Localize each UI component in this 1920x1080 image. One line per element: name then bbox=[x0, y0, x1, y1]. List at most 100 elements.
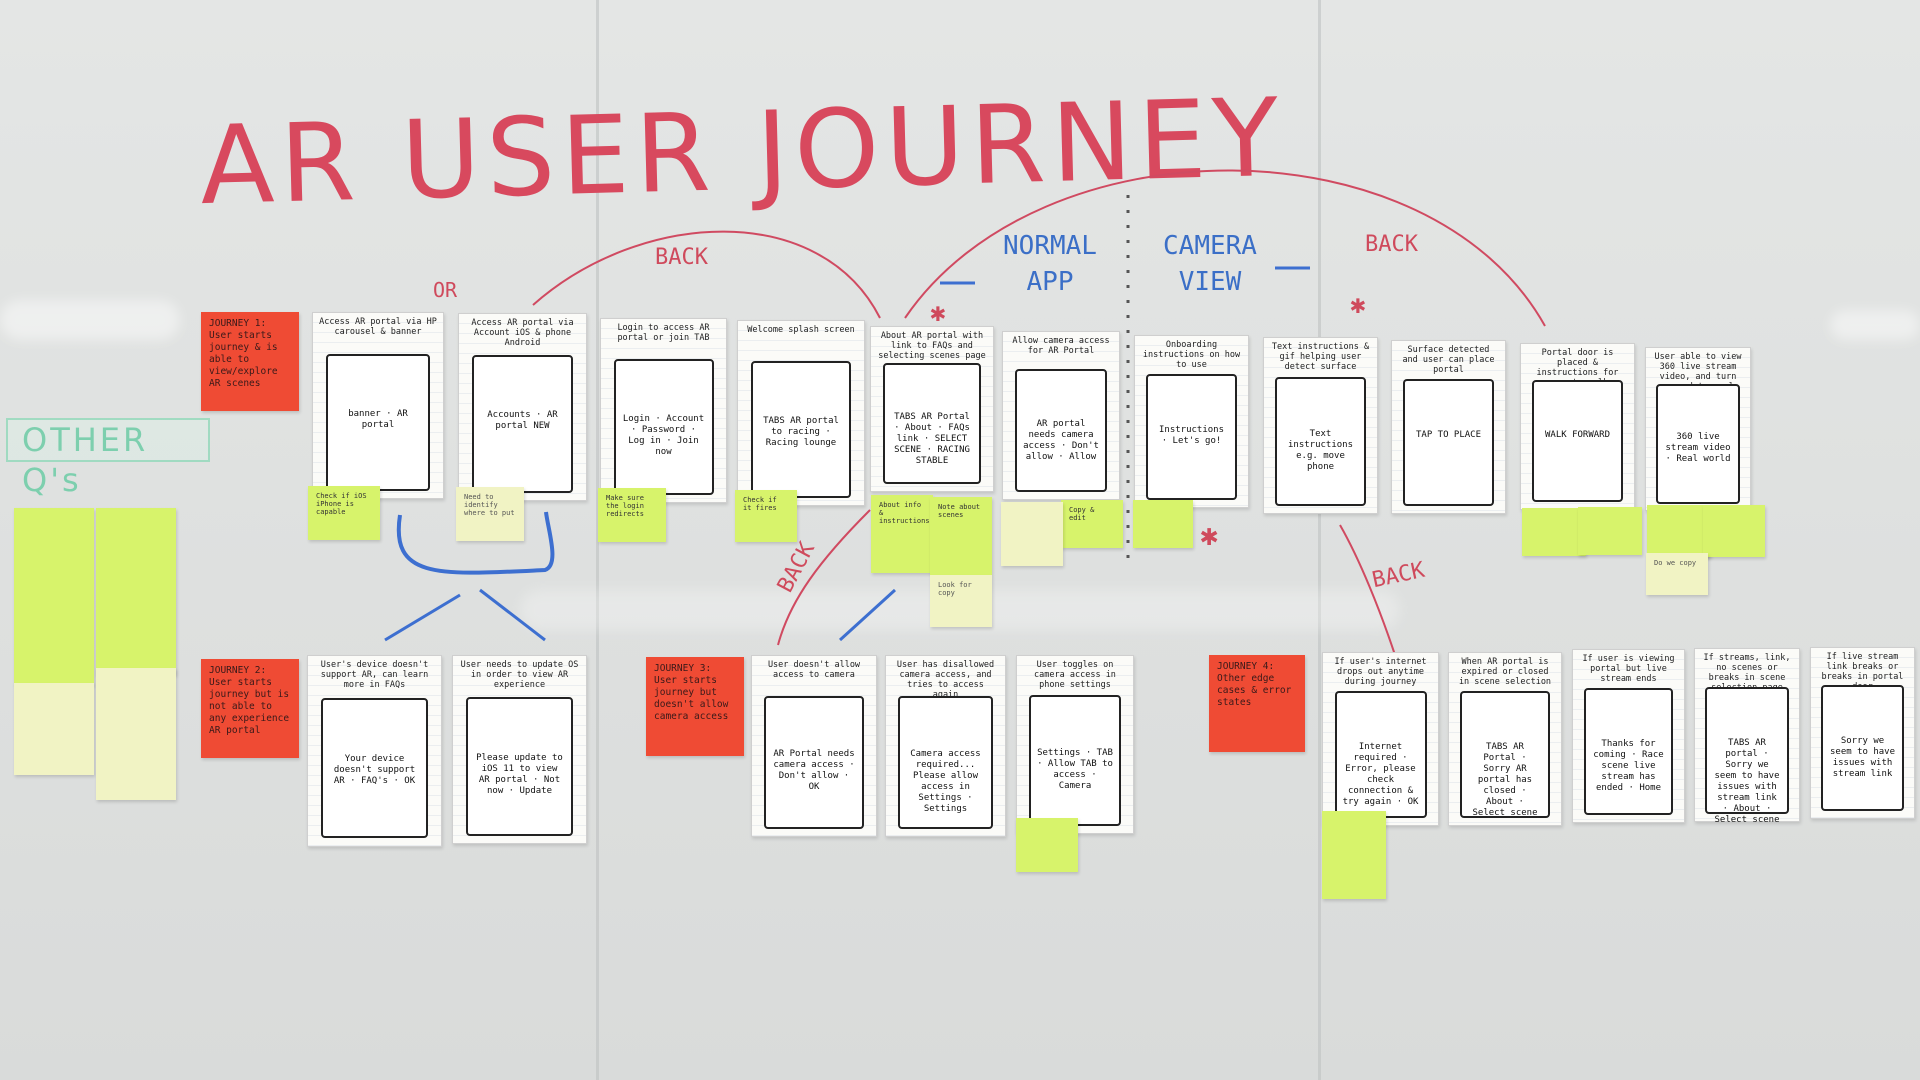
asterisk-mark: ✱ bbox=[1350, 290, 1366, 320]
sticky-note bbox=[1703, 505, 1765, 557]
wireframe-caption: Onboarding instructions on how to use bbox=[1142, 340, 1241, 370]
sticky-note: Check if it fires bbox=[735, 490, 797, 542]
phone-screen: AR portal needs camera access · Don't al… bbox=[1014, 368, 1108, 493]
screen-text: Accounts · AR portal NEW bbox=[487, 410, 558, 432]
sticky-note: Need to identify where to put bbox=[456, 487, 524, 541]
wireframe-sheet: If user's internet drops out anytime dur… bbox=[1322, 652, 1439, 826]
wireframe-caption: If user's internet drops out anytime dur… bbox=[1334, 657, 1427, 687]
back-arc-arrow bbox=[904, 169, 1546, 327]
screen-text: AR portal needs camera access · Don't al… bbox=[1023, 418, 1099, 462]
sticky-note bbox=[1322, 811, 1386, 899]
sticky-note: About info & instructions bbox=[871, 495, 933, 573]
sticky-note bbox=[14, 508, 94, 685]
phone-screen: Your device doesn't support AR · FAQ's ·… bbox=[321, 697, 428, 839]
screen-text: Login · Account · Password · Log in · Jo… bbox=[622, 413, 705, 457]
screen-text: TABS AR portal · Sorry we seem to have i… bbox=[1714, 738, 1780, 826]
wireframe-sheet: Access AR portal via HP carousel & banne… bbox=[312, 312, 444, 499]
phone-screen: WALK FORWARD bbox=[1532, 380, 1623, 503]
phone-screen: 360 live stream video · Real world bbox=[1656, 383, 1740, 504]
or-label: OR bbox=[433, 278, 458, 302]
wireframe-sheet: When AR portal is expired or closed in s… bbox=[1448, 652, 1562, 826]
phone-screen: Text instructions e.g. move phone bbox=[1275, 376, 1366, 506]
screen-text: AR Portal needs camera access · Don't al… bbox=[773, 749, 855, 793]
asterisk-mark: ✱ bbox=[1200, 518, 1219, 553]
sticky-note bbox=[1016, 818, 1078, 872]
screen-text: TABS AR Portal · Sorry AR portal has clo… bbox=[1472, 742, 1538, 819]
wireframe-caption: User doesn't allow access to camera bbox=[767, 660, 861, 680]
wireframe-sheet: User has disallowed camera access, and t… bbox=[885, 655, 1006, 837]
board-seam-left bbox=[596, 0, 599, 1080]
wireframe-caption: If user is viewing portal but live strea… bbox=[1582, 654, 1675, 684]
back-arc-arrow bbox=[532, 230, 881, 319]
screen-text: Please update to iOS 11 to view AR porta… bbox=[476, 752, 563, 796]
connector-arrow bbox=[479, 588, 546, 642]
journey-card: JOURNEY 3: User starts journey but doesn… bbox=[646, 657, 744, 756]
wireframe-caption: About AR portal with link to FAQs and se… bbox=[878, 331, 986, 361]
wireframe-caption: User toggles on camera access in phone s… bbox=[1034, 660, 1116, 690]
wireframe-caption: Allow camera access for AR Portal bbox=[1012, 336, 1110, 356]
screen-text: Camera access required... Please allow a… bbox=[910, 749, 981, 815]
back-label: BACK bbox=[1365, 232, 1418, 257]
screen-text: Instructions · Let's go! bbox=[1158, 424, 1225, 446]
wireframe-caption: Access AR portal via HP carousel & banne… bbox=[319, 317, 437, 337]
wireframe-caption: User has disallowed camera access, and t… bbox=[896, 660, 995, 700]
sticky-note: Make sure the login redirects bbox=[598, 488, 666, 542]
wireframe-caption: Access AR portal via Account iOS & phone… bbox=[471, 318, 574, 348]
back-label: BACK bbox=[655, 245, 708, 270]
sticky-note bbox=[1578, 507, 1642, 555]
wireframe-sheet: Login to access AR portal or join TAB Lo… bbox=[600, 318, 727, 503]
sticky-note: Check if iOS iPhone is capable bbox=[308, 486, 380, 540]
sticky-note: Look for copy bbox=[930, 575, 992, 627]
wireframe-caption: Surface detected and user can place port… bbox=[1402, 345, 1495, 375]
phone-screen: Settings · TAB · Allow TAB to access · C… bbox=[1028, 694, 1122, 826]
sticky-note bbox=[1133, 500, 1193, 548]
sticky-note bbox=[96, 508, 176, 675]
screen-text: TABS AR Portal · About · FAQs link · SEL… bbox=[894, 412, 970, 467]
light-reflection bbox=[0, 300, 180, 340]
wireframe-caption: Welcome splash screen bbox=[747, 325, 855, 335]
sticky-note bbox=[1647, 505, 1711, 557]
wireframe-sheet: User able to view 360 live stream video,… bbox=[1645, 347, 1751, 511]
sticky-note bbox=[1001, 502, 1063, 566]
wireframe-sheet: About AR portal with link to FAQs and se… bbox=[870, 326, 994, 492]
wireframe-caption: User needs to update OS in order to view… bbox=[460, 660, 579, 690]
phone-screen: Login · Account · Password · Log in · Jo… bbox=[613, 359, 714, 495]
wireframe-sheet: Onboarding instructions on how to use In… bbox=[1134, 335, 1249, 508]
wireframe-caption: Login to access AR portal or join TAB bbox=[617, 323, 710, 343]
sticky-note: Note about scenes bbox=[930, 497, 992, 575]
back-arrow bbox=[777, 509, 871, 646]
wireframe-sheet: Portal door is placed & instructions for… bbox=[1520, 343, 1635, 510]
phone-screen: Instructions · Let's go! bbox=[1146, 373, 1237, 501]
screen-text: WALK FORWARD bbox=[1544, 429, 1611, 440]
phone-screen: TABS AR Portal · Sorry AR portal has clo… bbox=[1460, 690, 1550, 819]
connector-arrow bbox=[396, 511, 555, 575]
sticky-note bbox=[1522, 508, 1586, 556]
screen-text: Internet required · Error, please check … bbox=[1342, 742, 1419, 808]
wireframe-caption: User's device doesn't support AR, can le… bbox=[320, 660, 429, 690]
phone-screen: banner · AR portal bbox=[326, 353, 430, 491]
wireframe-sheet: Welcome splash screen TABS AR portal to … bbox=[737, 320, 865, 506]
phone-screen: TAP TO PLACE bbox=[1403, 378, 1494, 507]
phone-screen: TABS AR portal · Sorry we seem to have i… bbox=[1705, 686, 1789, 825]
sticky-note: Copy & edit bbox=[1061, 500, 1123, 548]
screen-text: TAP TO PLACE bbox=[1415, 430, 1482, 441]
phone-screen: Thanks for coming · Race scene live stre… bbox=[1584, 687, 1673, 816]
other-questions-label: OTHER Q's bbox=[6, 418, 210, 499]
phone-screen: Camera access required... Please allow a… bbox=[897, 695, 994, 829]
normal-app-label: NORMAL APP bbox=[1003, 231, 1097, 297]
wireframe-sheet: User doesn't allow access to camera AR P… bbox=[751, 655, 877, 837]
screen-text: Your device doesn't support AR · FAQ's ·… bbox=[333, 754, 416, 787]
connector-arrow bbox=[838, 588, 897, 642]
wireframe-sheet: Surface detected and user can place port… bbox=[1391, 340, 1506, 514]
phone-screen: TABS AR Portal · About · FAQs link · SEL… bbox=[883, 363, 981, 485]
journey-card: JOURNEY 1: User starts journey & is able… bbox=[201, 312, 299, 411]
sticky-note: Do we copy bbox=[1646, 553, 1708, 595]
camera-view-label: CAMERA VIEW bbox=[1163, 231, 1257, 297]
wireframe-caption: Text instructions & gif helping user det… bbox=[1271, 342, 1370, 372]
wireframe-sheet: User's device doesn't support AR, can le… bbox=[307, 655, 442, 847]
phone-screen: Accounts · AR portal NEW bbox=[471, 354, 574, 493]
screen-text: TABS AR portal to racing · Racing lounge bbox=[763, 416, 839, 449]
wireframe-sheet: User needs to update OS in order to view… bbox=[452, 655, 587, 844]
wireframe-sheet: User toggles on camera access in phone s… bbox=[1016, 655, 1134, 834]
screen-text: 360 live stream video · Real world bbox=[1665, 431, 1731, 464]
